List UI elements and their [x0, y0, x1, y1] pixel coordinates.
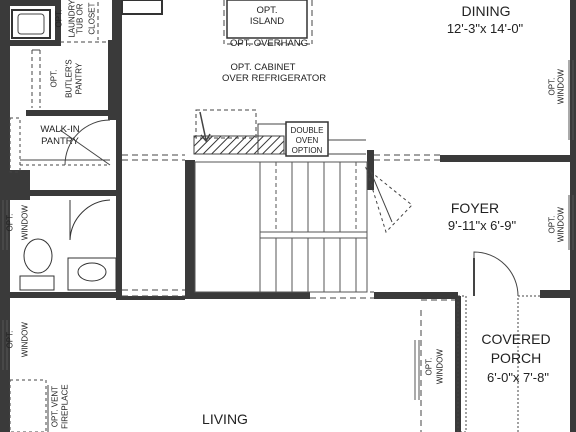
- double-oven-line2: OVEN: [295, 136, 319, 145]
- vent-fireplace-line2: FIREPLACE: [60, 384, 70, 429]
- window-left-lower-line1: OPT.: [5, 330, 15, 349]
- dining-room-name: DINING: [461, 3, 511, 19]
- opt-island-line2: ISLAND: [249, 16, 285, 27]
- vent-fireplace-line1: OPT. VENT: [50, 385, 60, 428]
- laundry-line4: CLOSET: [87, 2, 97, 35]
- window-right-lower-line1: OPT.: [547, 215, 557, 234]
- butlers-pantry-line2: BUTLER'S: [64, 59, 74, 98]
- kitchen-counters: [193, 109, 366, 157]
- window-left-lower-line2: WINDOW: [20, 322, 30, 358]
- porch: [457, 251, 540, 432]
- window-porch-line2: WINDOW: [435, 349, 445, 385]
- window-porch-line1: OPT.: [424, 357, 434, 376]
- window-right-upper-line2: WINDOW: [556, 69, 566, 105]
- window-left-upper-line1: OPT.: [5, 213, 15, 232]
- window-right-upper-line1: OPT.: [547, 77, 557, 96]
- porch-name-line1: COVERED: [481, 331, 551, 347]
- window-lines: [2, 60, 574, 400]
- island: [223, 0, 313, 45]
- dining-room-dims: 12'-3"x 14'-0": [446, 21, 524, 36]
- butlers-pantry-line3: PANTRY: [74, 62, 84, 95]
- walkin-pantry-line1: WALK-IN: [40, 124, 80, 135]
- opt-island-line1: OPT.: [256, 5, 278, 16]
- butlers-pantry-line1: OPT.: [49, 69, 59, 88]
- laundry-fixtures: [11, 0, 163, 43]
- walkin-pantry-shelves: [9, 117, 111, 173]
- foyer-room-dims: 9'-11"x 6'-9": [447, 218, 517, 233]
- double-oven-line1: DOUBLE: [290, 126, 324, 135]
- porch-name-line2: PORCH: [490, 350, 542, 366]
- double-oven-line3: OPTION: [291, 146, 323, 155]
- fireplace-vent: [9, 379, 49, 432]
- laundry-line1: OPT.: [54, 9, 64, 28]
- porch-dims: 6'-0"x 7'-8": [487, 370, 549, 385]
- stairs: [194, 161, 368, 293]
- bath-fixtures: [19, 199, 117, 291]
- walkin-pantry-line2: PANTRY: [41, 136, 79, 147]
- closet-door: [365, 166, 413, 233]
- butlers-pantry-counter: [31, 49, 41, 108]
- opt-cabinet-line1: OPT. CABINET: [230, 62, 296, 73]
- window-right-lower-line2: WINDOW: [556, 207, 566, 243]
- foyer-room-name: FOYER: [450, 200, 500, 216]
- living-room-name: LIVING: [202, 411, 248, 427]
- window-left-upper-line2: WINDOW: [20, 205, 30, 241]
- opt-cabinet-line2: OVER REFRIGERATOR: [222, 73, 327, 84]
- laundry-line3: TUB OR: [75, 3, 85, 34]
- opt-overhang-label: OPT. OVERHANG: [229, 38, 309, 49]
